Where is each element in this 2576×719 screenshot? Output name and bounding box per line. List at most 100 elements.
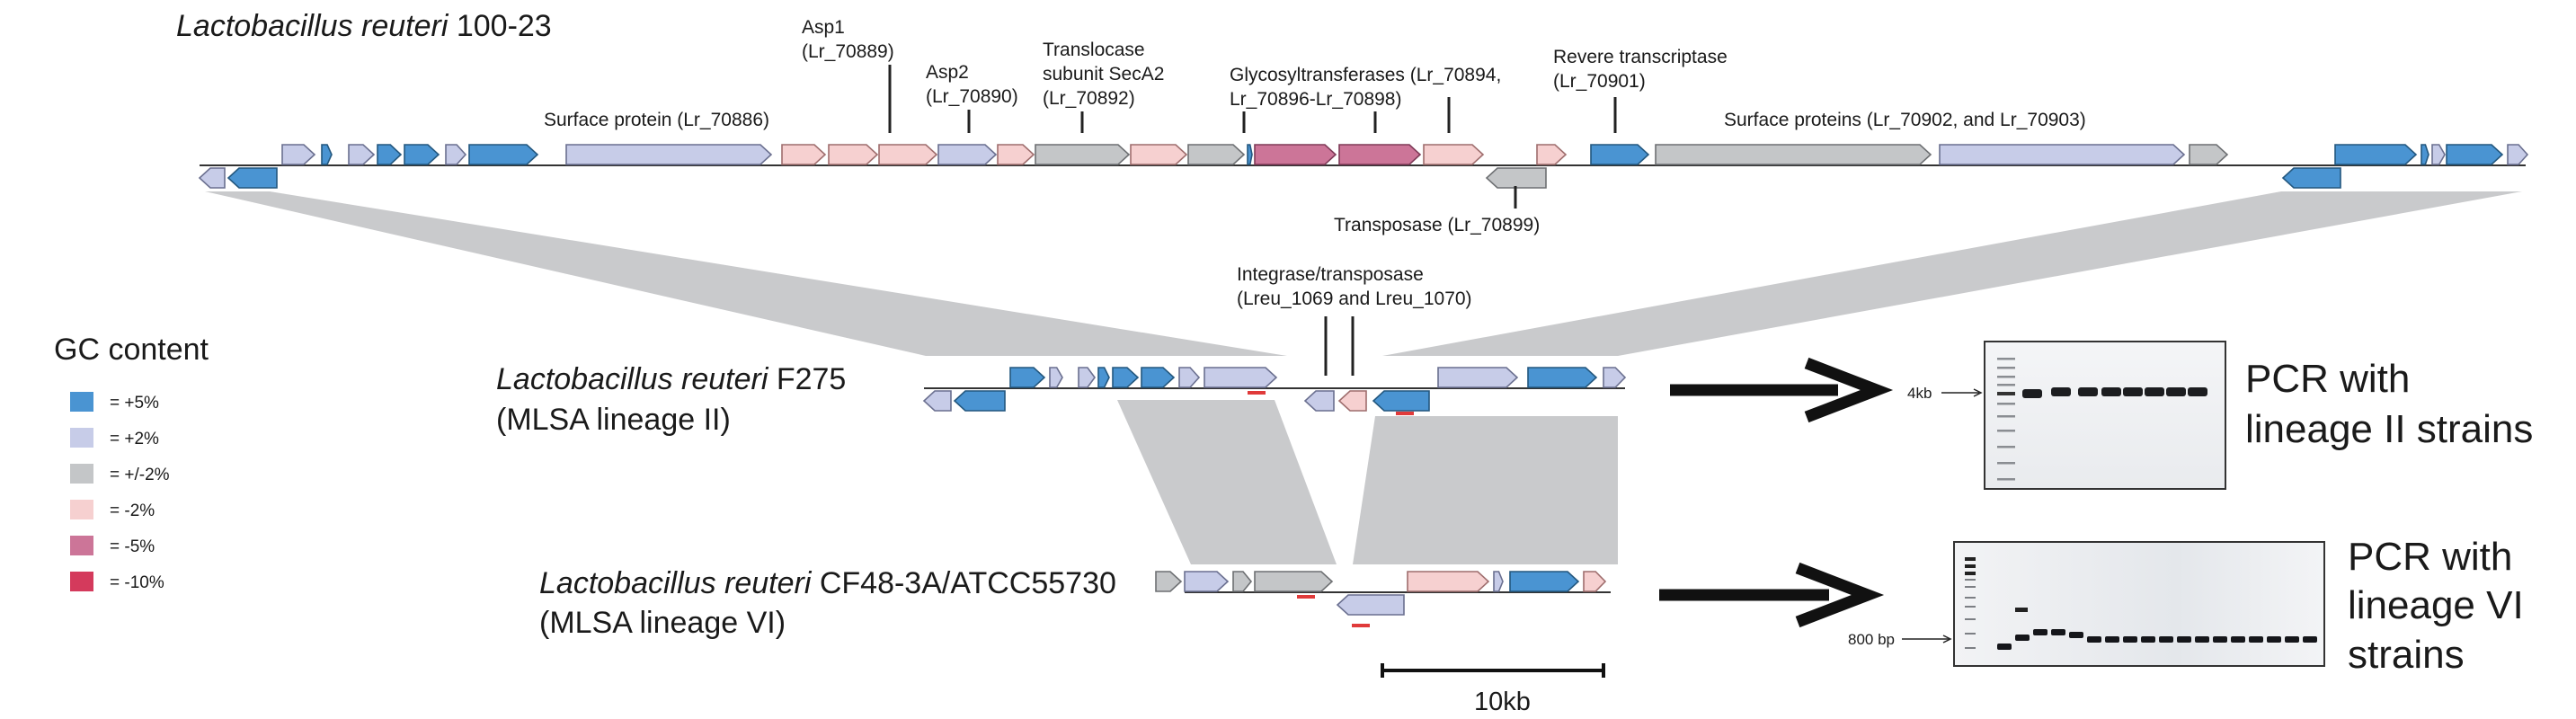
gene-arrow [1337,390,1367,412]
gene-arrow [468,144,539,165]
pcr-band [2166,387,2186,396]
label-asp1-line2: (Lr_70889) [802,41,894,62]
ladder-band [1997,462,2015,465]
label-asp2-line2: (Lr_70890) [926,86,1018,107]
synteny-top-left [205,191,1287,356]
label-surface-protein: Surface protein (Lr_70886) [544,110,769,130]
gel-frame [1953,541,2325,667]
ladder-band [1965,579,1976,581]
ladder-band [1997,478,2015,481]
label-rt-line2: (Lr_70901) [1553,71,1646,92]
legend-swatch [70,536,93,555]
gene-arrow [1590,144,1650,165]
label-transposase: Transposase (Lr_70899) [1334,215,1540,235]
gene-arrow [781,144,827,165]
ladder-band [1997,446,2015,448]
gene-arrow [1536,144,1568,165]
legend-swatch [70,428,93,448]
gene-arrow [1141,367,1176,388]
gene-arrow [997,144,1035,165]
pcr-band [2213,636,2227,643]
ladder-band [1965,564,1976,568]
gel-bands [1997,608,2317,650]
gene-arrow [1372,390,1430,412]
gel2-marker-arrowhead [1942,635,1952,644]
label-asp2-line1: Asp2 [926,62,969,83]
label-rt-line1: Revere transcriptase [1553,47,1728,67]
label-asp1-line1: Asp1 [802,17,845,38]
legend-swatch [70,500,93,519]
gene-arrow [1155,571,1183,592]
gene-arrow [1527,367,1598,388]
ladder-band [1965,572,1976,575]
ladder-band [1997,415,2015,418]
gene-arrow [1407,571,1490,592]
ladder-band [1997,392,2015,395]
pcr-band [2123,636,2137,643]
gene-arrow [2334,144,2418,165]
gene-arrow [828,144,879,165]
pcr-band [2101,387,2121,396]
gene-arrow [2281,167,2341,189]
ladder-band [1997,403,2015,405]
gene-arrow [1254,144,1337,165]
pcr-band [2285,636,2299,643]
gene-arrow [2431,144,2446,165]
gene-arrow [878,144,938,165]
pcr-band [2078,387,2098,396]
label-glyco-line1: Glycosyltransferases (Lr_70894, [1230,65,1501,85]
gene-arrow [1184,571,1230,592]
synteny-mid-left [1117,400,1337,564]
gene-arrow [565,144,773,165]
gel1-marker-arrowhead [1973,388,1983,397]
gene-arrow [1423,144,1485,165]
gene-arrow [1437,367,1519,388]
legend-label: = -10% [110,573,164,592]
genome-title-top: Lactobacillus reuteri 100-23 [176,9,552,43]
scale-bar: 10kb [1381,663,1605,716]
label-integrase-line2: (Lreu_1069 and Lreu_1070) [1237,288,1472,309]
pcr-band [2123,387,2143,396]
label-seca2-line3: (Lr_70892) [1043,88,1135,109]
ladder-band [1965,606,1976,608]
legend-swatch [70,392,93,412]
gene-arrow [281,144,316,165]
gene-arrow [1603,367,1627,388]
gene-arrow [1049,367,1063,388]
pcr-lineage2-line2: lineage II strains [2245,407,2533,451]
gene-arrow [2446,144,2504,165]
gel-ladder [1965,557,1976,649]
gene-arrow [445,144,467,165]
pcr-arrows [1659,357,1894,628]
gene-arrow [1655,144,1932,165]
gene-arrow [1493,571,1504,592]
gene-arrow [1485,167,1547,189]
gel-lineage6: 800 bp [1848,541,2325,667]
label-glyco-line2: Lr_70896-Lr_70898) [1230,89,1401,110]
pcr-band [1997,644,2012,650]
gene-arrow [1187,144,1246,165]
gel2-marker-label: 800 bp [1848,631,1895,648]
ladder-band [1965,633,1976,635]
ladder-band [1965,618,1976,620]
gene-arrow [1097,367,1110,388]
pcr-band [2022,389,2042,398]
genome-lineage-bot: (MLSA lineage VI) [539,606,786,640]
pcr-band [2069,632,2083,638]
gene-arrow [1303,390,1335,412]
gene-arrow [2507,144,2529,165]
gene-arrow [377,144,403,165]
gene-arrow [1338,144,1422,165]
gene-arrow [937,144,998,165]
gene-arrow [404,144,440,165]
pcr-band [2159,636,2173,643]
gc-legend: GC content = +5%= +2%= +/-2%= -2%= -5%= … [54,333,209,592]
synteny-shading [205,191,2522,564]
ladder-band [1997,367,2015,369]
ladder-band [1965,586,1976,588]
gel-frame [1984,341,2226,490]
genome-title-mid: Lactobacillus reuteri F275 [496,362,846,396]
gene-arrow [1035,144,1131,165]
pcr-lineage6-line1: PCR with [2348,535,2512,579]
gene-arrow [922,390,952,412]
